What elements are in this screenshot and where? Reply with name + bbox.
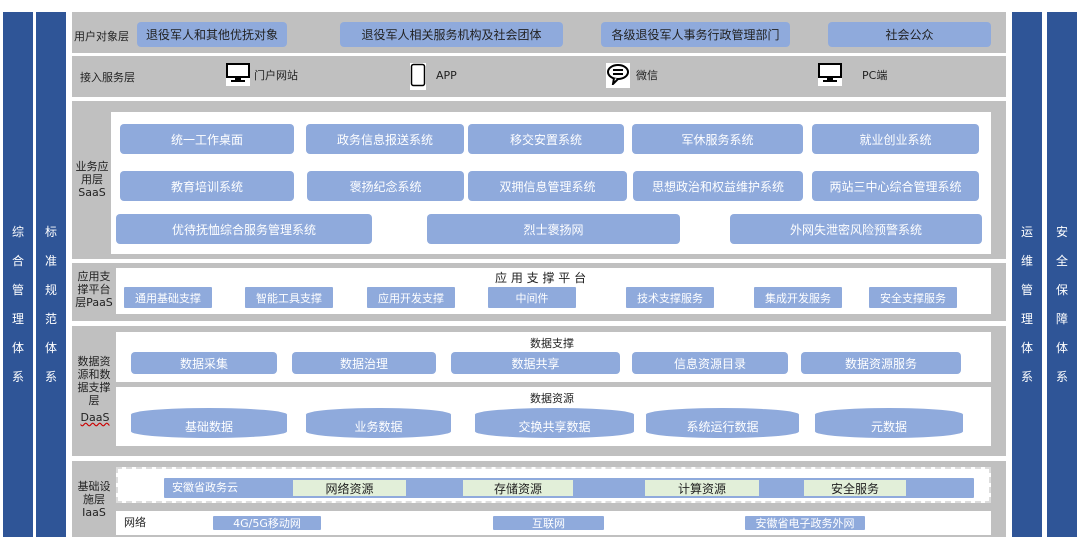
daas-layer-label: 数据资源和数据支撑层 bbox=[77, 355, 111, 407]
support-service-chip: 智能工具支撑 bbox=[245, 287, 333, 308]
paas-layer-label: 应用支撑平台层PaaS bbox=[75, 270, 113, 309]
vbar-char: 障 bbox=[1055, 311, 1068, 326]
paas-title: 应 用 支 撑 平 台 bbox=[495, 271, 587, 285]
network-chip: 安徽省电子政务外网 bbox=[745, 516, 865, 530]
saas-layer-label: 业务应用层SaaS bbox=[75, 160, 109, 199]
column-integrated-management: 综合管理体系 bbox=[3, 12, 33, 537]
column-security: 安全保障体系 bbox=[1047, 12, 1077, 537]
data-resource-cylinder: 系统运行数据 bbox=[646, 408, 799, 438]
access-channel-label: 微信 bbox=[636, 69, 658, 82]
data-resource-title: 数据资源 bbox=[530, 392, 574, 405]
user-object-chip: 退役军人和其他优抚对象 bbox=[137, 22, 287, 47]
support-service-chip: 集成开发服务 bbox=[754, 287, 842, 308]
support-service-chip: 技术支撑服务 bbox=[626, 287, 714, 308]
vbar-char: 管 bbox=[11, 282, 24, 297]
access-channel-label: PC端 bbox=[862, 69, 888, 82]
iaas-layer-label: 基础设施层IaaS bbox=[77, 480, 111, 519]
support-service-chip: 安全支撑服务 bbox=[869, 287, 957, 308]
vbar-char: 保 bbox=[1055, 282, 1068, 297]
data-support-chip: 信息资源目录 bbox=[632, 352, 788, 374]
vbar-char: 体 bbox=[11, 340, 24, 355]
business-system-chip: 移交安置系统 bbox=[468, 124, 624, 154]
vbar-char: 系 bbox=[44, 369, 57, 384]
data-support-chip: 数据治理 bbox=[292, 352, 436, 374]
vbar-char: 系 bbox=[1055, 369, 1068, 384]
vbar-char: 综 bbox=[11, 224, 24, 239]
vbar-char: 系 bbox=[1020, 369, 1033, 384]
data-resource-cylinder: 业务数据 bbox=[306, 408, 451, 438]
chat-icon bbox=[606, 63, 630, 88]
access-channel-label: APP bbox=[436, 69, 457, 82]
vbar-char: 安 bbox=[1055, 224, 1068, 239]
tablet-icon bbox=[410, 63, 426, 90]
vbar-char: 理 bbox=[1020, 311, 1033, 326]
business-system-chip: 两站三中心综合管理系统 bbox=[812, 171, 979, 201]
vbar-char: 标 bbox=[44, 224, 57, 239]
data-resource-cylinder: 交换共享数据 bbox=[475, 408, 634, 438]
business-system-chip: 军休服务系统 bbox=[632, 124, 803, 154]
business-system-chip: 统一工作桌面 bbox=[120, 124, 294, 154]
business-system-chip: 教育培训系统 bbox=[120, 171, 294, 201]
column-operations-management: 运维管理体系 bbox=[1012, 12, 1042, 537]
vbar-char: 管 bbox=[1020, 282, 1033, 297]
support-service-chip: 中间件 bbox=[488, 287, 576, 308]
gov-cloud-label: 安徽省政务云 bbox=[172, 481, 238, 494]
cloud-resource-chip: 存储资源 bbox=[463, 480, 573, 496]
network-chip: 互联网 bbox=[493, 516, 604, 530]
business-system-chip: 烈士褒扬网 bbox=[427, 214, 680, 244]
data-resource-cylinder: 元数据 bbox=[815, 408, 963, 438]
network-label: 网络 bbox=[124, 516, 146, 529]
network-chip: 4G/5G移动网 bbox=[213, 516, 321, 530]
cloud-resource-chip: 计算资源 bbox=[645, 480, 759, 496]
column-standards: 标准规范体系 bbox=[36, 12, 66, 537]
vbar-char: 体 bbox=[1055, 340, 1068, 355]
vbar-char: 维 bbox=[1020, 253, 1033, 268]
support-service-chip: 应用开发支撑 bbox=[367, 287, 455, 308]
vbar-char: 体 bbox=[1020, 340, 1033, 355]
vbar-char: 运 bbox=[1020, 224, 1033, 239]
vbar-char: 系 bbox=[11, 369, 24, 384]
business-system-chip: 褒扬纪念系统 bbox=[307, 171, 464, 201]
business-system-chip: 双拥信息管理系统 bbox=[468, 171, 627, 201]
vbar-char: 理 bbox=[11, 311, 24, 326]
data-support-chip: 数据采集 bbox=[131, 352, 277, 374]
business-system-chip: 优待抚恤综合服务管理系统 bbox=[116, 214, 372, 244]
vbar-char: 规 bbox=[44, 282, 57, 297]
cloud-resource-chip: 网络资源 bbox=[293, 480, 406, 496]
data-support-chip: 数据共享 bbox=[451, 352, 620, 374]
access-layer-label: 接入服务层 bbox=[80, 71, 135, 84]
vbar-char: 范 bbox=[44, 311, 57, 326]
data-resource-cylinder: 基础数据 bbox=[131, 408, 287, 438]
cloud-resource-chip: 安全服务 bbox=[804, 480, 906, 496]
data-support-chip: 数据资源服务 bbox=[801, 352, 961, 374]
business-system-chip: 外网失泄密风险预警系统 bbox=[730, 214, 982, 244]
data-support-title: 数据支撑 bbox=[530, 337, 574, 350]
user-layer-label: 用户对象层 bbox=[74, 30, 129, 43]
business-system-chip: 就业创业系统 bbox=[812, 124, 979, 154]
daas-suffix: DaaS bbox=[80, 411, 110, 424]
vbar-char: 合 bbox=[11, 253, 24, 268]
user-object-chip: 社会公众 bbox=[828, 22, 991, 47]
business-system-chip: 政务信息报送系统 bbox=[306, 124, 464, 154]
vbar-char: 准 bbox=[44, 253, 57, 268]
vbar-char: 全 bbox=[1055, 253, 1068, 268]
vbar-char: 体 bbox=[44, 340, 57, 355]
user-object-chip: 各级退役军人事务行政管理部门 bbox=[601, 22, 790, 47]
support-service-chip: 通用基础支撑 bbox=[124, 287, 212, 308]
access-channel-label: 门户网站 bbox=[254, 69, 298, 82]
monitor-icon bbox=[226, 63, 250, 86]
monitor-icon bbox=[818, 63, 842, 86]
business-system-chip: 思想政治和权益维护系统 bbox=[633, 171, 803, 201]
user-object-chip: 退役军人相关服务机构及社会团体 bbox=[340, 22, 563, 47]
